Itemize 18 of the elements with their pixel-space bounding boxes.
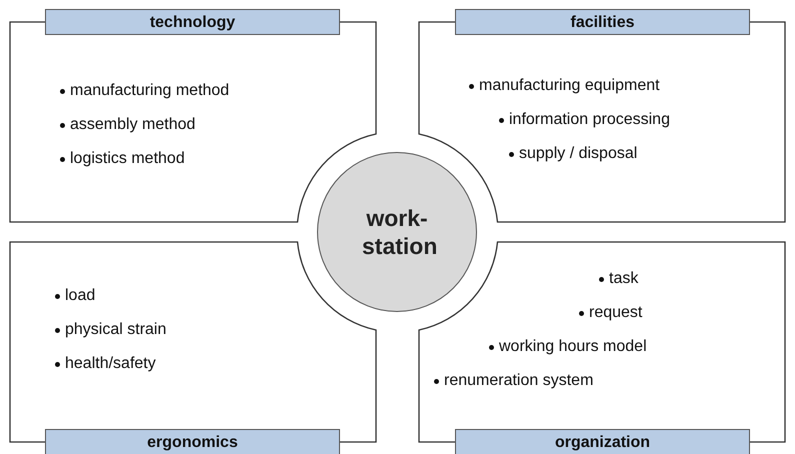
section-heading: organization (455, 429, 750, 454)
bullet-item: request (589, 304, 642, 322)
section-heading: ergonomics (45, 429, 340, 454)
bullet-item: renumeration system (444, 372, 594, 390)
bullet-item: task (609, 270, 638, 288)
bullet-item: assembly method (70, 116, 196, 134)
section-heading: technology (45, 9, 340, 35)
section-heading: facilities (455, 9, 750, 35)
bullet-item: manufacturing equipment (479, 77, 660, 95)
bullet-item: working hours model (499, 338, 647, 356)
bullet-item: load (65, 287, 96, 305)
bullet-item: physical strain (65, 321, 166, 339)
bullet-item: information processing (509, 111, 670, 129)
center-circle: work-station (317, 152, 477, 312)
bullet-item: supply / disposal (519, 145, 638, 163)
bullet-item: logistics method (70, 150, 185, 168)
bullet-item: health/safety (65, 355, 156, 373)
bullet-item: manufacturing method (70, 82, 230, 100)
